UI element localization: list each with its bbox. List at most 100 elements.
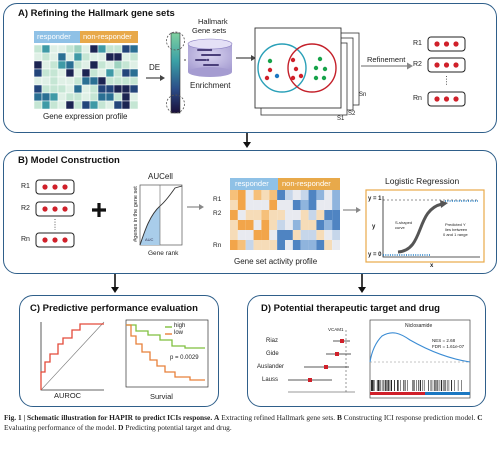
logistic-box xyxy=(365,189,485,263)
nonresponder-label: non-responder xyxy=(83,32,132,41)
activity-cell xyxy=(308,240,317,250)
activity-cell xyxy=(324,230,333,240)
activity-cell xyxy=(300,200,309,210)
activity-cell xyxy=(292,200,301,210)
activity-cell xyxy=(230,190,238,200)
refined-gene-set-boxes xyxy=(427,36,466,107)
expression-cell xyxy=(129,100,139,110)
activity-cell xyxy=(277,190,285,200)
activity-cell xyxy=(300,230,309,240)
enrichment-curve xyxy=(369,332,471,363)
survival-low-curve xyxy=(126,324,205,381)
activity-cell xyxy=(245,190,254,200)
panel-d-title: D) Potential therapeutic target and drug xyxy=(261,303,440,314)
study-gide: Gide xyxy=(266,351,279,357)
activity-cell xyxy=(324,220,333,230)
activity-cell xyxy=(285,210,293,220)
activity-cell xyxy=(269,210,278,220)
activity-cell xyxy=(261,200,270,210)
logreg-y0: y = 0 xyxy=(368,252,382,258)
nonresponder-bar xyxy=(80,31,138,43)
activity-cell xyxy=(308,190,317,200)
activity-cell xyxy=(285,230,293,240)
activity-cell xyxy=(316,200,325,210)
venn-responder-circle xyxy=(257,43,307,93)
activity-cell xyxy=(277,220,285,230)
study-riaz: Riaz xyxy=(266,338,279,344)
activity-cell xyxy=(253,200,262,210)
activity-cell xyxy=(269,200,278,210)
activity-cell xyxy=(269,190,278,200)
plus-icon xyxy=(92,203,106,217)
survival-high-curve xyxy=(126,324,205,349)
activity-cell xyxy=(277,230,285,240)
s-curve xyxy=(397,202,443,254)
b-responder-label: responder xyxy=(235,179,269,188)
activity-cell xyxy=(324,240,333,250)
auroc-label: AUROC xyxy=(54,391,82,400)
activity-cell xyxy=(308,200,317,210)
activity-cell xyxy=(245,220,254,230)
activity-cell xyxy=(269,220,278,230)
activity-cell xyxy=(316,210,325,220)
b-nonresponder-label: non-responder xyxy=(282,179,331,188)
p-value-label: p = 0.0029 xyxy=(170,355,199,361)
gene-sets-label-2: Gene sets xyxy=(192,26,227,35)
sheet-s1-label: S1 xyxy=(337,116,345,122)
activity-cell xyxy=(261,220,270,230)
activity-cell xyxy=(300,220,309,230)
activity-cell xyxy=(332,220,340,230)
responder-label: responder xyxy=(37,32,71,41)
activity-cell xyxy=(292,240,301,250)
activity-cell xyxy=(245,210,254,220)
panel-a-title: A) Refining the Hallmark gene sets xyxy=(18,8,175,19)
study-lauss: Lauss xyxy=(262,377,279,383)
caption-b-text: Constructing ICI response prediction mod… xyxy=(343,413,476,422)
activity-cell xyxy=(237,240,246,250)
activity-cell xyxy=(230,210,238,220)
activity-cell xyxy=(300,210,309,220)
venn-nonresponder-circle xyxy=(287,43,337,93)
caption-d-text: Predicting potential target and drug. xyxy=(125,423,232,432)
activity-cell xyxy=(292,190,301,200)
activity-cell xyxy=(261,190,270,200)
activity-cell xyxy=(332,200,340,210)
venn-dots xyxy=(264,56,328,81)
activity-cell xyxy=(324,200,333,210)
gene-sets-database-icon xyxy=(187,38,233,77)
activity-cell xyxy=(269,240,278,250)
activity-cell xyxy=(269,230,278,240)
activity-cell xyxy=(261,210,270,220)
s-curve-label: S-shaped curve xyxy=(395,220,413,230)
activity-cell xyxy=(292,230,301,240)
activity-cell xyxy=(292,210,301,220)
activity-cell xyxy=(253,210,262,220)
fdr-label: FDR = 1.61e-07 xyxy=(432,344,465,349)
responder-bar xyxy=(34,31,80,43)
activity-cell xyxy=(237,190,246,200)
activity-cell xyxy=(253,190,262,200)
activity-cell xyxy=(332,190,340,200)
activity-cell xyxy=(308,220,317,230)
activity-cell xyxy=(253,240,262,250)
b-rn-label: Rn xyxy=(21,236,30,243)
expression-profile-label: Gene expression profile xyxy=(43,112,128,121)
activity-cell xyxy=(308,210,317,220)
activity-cell xyxy=(285,220,293,230)
activity-cell xyxy=(277,200,285,210)
predicted-label-1: Predicted Y xyxy=(445,222,466,227)
caption-c: C xyxy=(477,413,483,422)
heat-rn-label: Rn xyxy=(213,242,222,249)
refinement-label: Refinement xyxy=(367,55,406,64)
activity-cell xyxy=(245,240,254,250)
b-r1-label: R1 xyxy=(21,183,30,190)
drug-name-label: Niclosamide xyxy=(405,323,433,329)
activity-cell xyxy=(324,190,333,200)
roc-curve xyxy=(40,323,104,390)
gsea-barcode xyxy=(371,380,462,391)
